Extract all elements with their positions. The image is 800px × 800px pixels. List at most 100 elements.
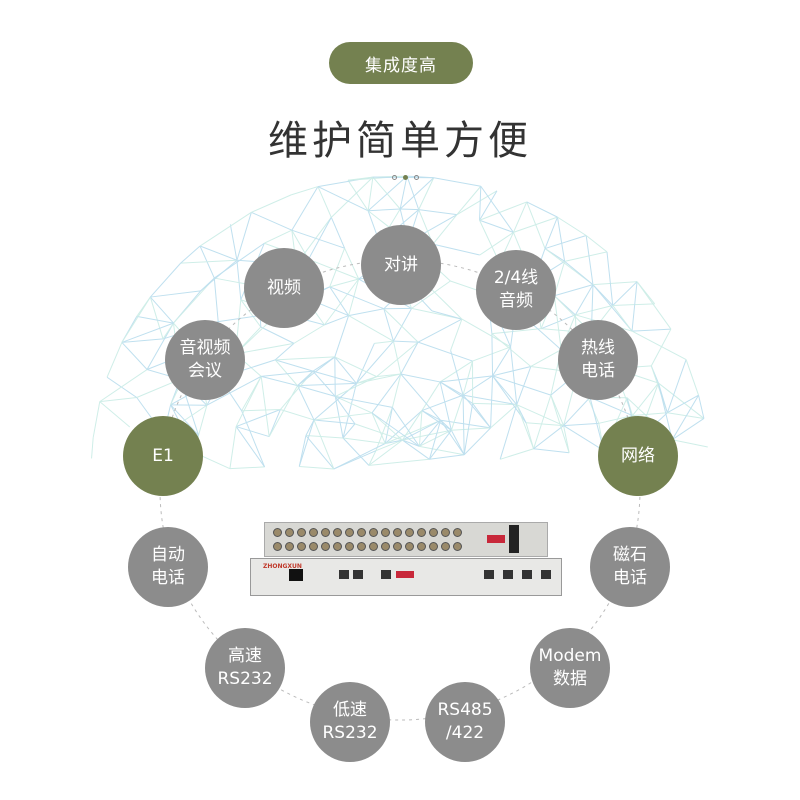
- sphere-line: [492, 366, 531, 377]
- bnc-connector: [297, 542, 306, 551]
- sphere-line: [236, 212, 252, 261]
- sphere-line: [235, 409, 281, 428]
- bnc-connector: [441, 542, 450, 551]
- sphere-line: [308, 217, 332, 260]
- bnc-connector: [357, 528, 366, 537]
- bnc-connector: [381, 542, 390, 551]
- sphere-line: [213, 278, 219, 322]
- sphere-line: [563, 425, 604, 451]
- sphere-line: [385, 439, 403, 444]
- sphere-line: [335, 395, 393, 408]
- sphere-line: [667, 412, 704, 419]
- sphere-line: [235, 342, 295, 355]
- sphere-line: [150, 290, 201, 298]
- sphere-line: [383, 308, 419, 343]
- sphere-line: [440, 375, 493, 383]
- sphere-line: [384, 410, 423, 444]
- sphere-line: [402, 439, 420, 447]
- sphere-line: [557, 216, 587, 236]
- interface-node: 低速 RS232: [310, 682, 390, 762]
- sphere-line: [667, 394, 699, 414]
- bnc-connector: [333, 542, 342, 551]
- sphere-line: [530, 349, 562, 367]
- sphere-line: [354, 423, 403, 441]
- sphere-line: [329, 286, 385, 310]
- sphere-line: [480, 185, 514, 233]
- sphere-line: [149, 296, 164, 340]
- sphere-line: [456, 185, 482, 216]
- interface-node: E1: [123, 416, 203, 496]
- sphere-line: [553, 261, 566, 296]
- sphere-line: [348, 278, 360, 316]
- sphere-line: [650, 328, 672, 367]
- sphere-line: [399, 175, 408, 210]
- sphere-line: [462, 395, 465, 455]
- sphere-line: [392, 341, 402, 375]
- sphere-line: [236, 260, 242, 300]
- sphere-line: [399, 177, 435, 210]
- sphere-line: [367, 177, 374, 211]
- sphere-line: [698, 395, 705, 419]
- sphere-line: [393, 340, 419, 343]
- sphere-line: [368, 208, 401, 212]
- sphere-line: [348, 315, 394, 342]
- bnc-connector: [321, 542, 330, 551]
- sphere-line: [334, 356, 357, 384]
- sphere-line: [533, 448, 570, 454]
- sphere-line: [391, 373, 402, 408]
- sphere-line: [297, 382, 357, 387]
- sphere-line: [235, 426, 270, 438]
- sphere-line: [342, 437, 386, 444]
- sphere-line: [308, 258, 359, 280]
- sphere-line: [91, 437, 94, 459]
- sphere-line: [592, 284, 633, 332]
- sphere-line: [516, 366, 532, 405]
- sphere-line: [214, 242, 265, 279]
- sphere-line: [368, 439, 403, 466]
- sphere-line: [240, 299, 262, 328]
- interface-node: 对讲: [361, 225, 441, 305]
- port-icon: [541, 570, 551, 579]
- sphere-line: [274, 342, 295, 361]
- sphere-line: [313, 419, 355, 425]
- sphere-line: [305, 419, 315, 436]
- sphere-line: [260, 376, 270, 437]
- sphere-line: [563, 397, 591, 426]
- sphere-line: [99, 397, 137, 403]
- sphere-line: [402, 439, 430, 460]
- sphere-line: [544, 216, 558, 249]
- sphere-line: [99, 401, 131, 428]
- sphere-line: [375, 407, 393, 451]
- pager-dots: [392, 175, 419, 180]
- sphere-line: [479, 186, 482, 221]
- sphere-line: [334, 396, 356, 425]
- sphere-line: [342, 423, 356, 439]
- sphere-line: [433, 177, 481, 187]
- sphere-line: [631, 330, 687, 361]
- sphere-line: [146, 322, 174, 370]
- terminal-block: [509, 525, 519, 553]
- sphere-line: [421, 394, 464, 412]
- bnc-connector: [333, 528, 342, 537]
- sphere-line: [525, 422, 535, 449]
- sphere-line: [356, 373, 401, 384]
- sphere-line: [330, 217, 346, 249]
- sphere-line: [106, 376, 138, 398]
- sphere-line: [392, 407, 420, 447]
- bnc-connector: [273, 528, 282, 537]
- sphere-line: [479, 201, 527, 221]
- sphere-line: [251, 194, 292, 213]
- bnc-connector: [273, 542, 282, 551]
- interface-node: RS485 /422: [425, 682, 505, 762]
- sphere-line: [500, 448, 534, 460]
- sphere-line: [334, 315, 350, 358]
- sphere-line: [432, 243, 480, 256]
- sphere-line: [632, 328, 671, 332]
- sphere-line: [333, 443, 386, 470]
- interface-node: 高速 RS232: [205, 628, 285, 708]
- sphere-line: [533, 394, 552, 449]
- sphere-line: [418, 177, 435, 210]
- sphere-line: [376, 373, 401, 378]
- port-icon: [484, 570, 494, 579]
- bnc-connector: [321, 528, 330, 537]
